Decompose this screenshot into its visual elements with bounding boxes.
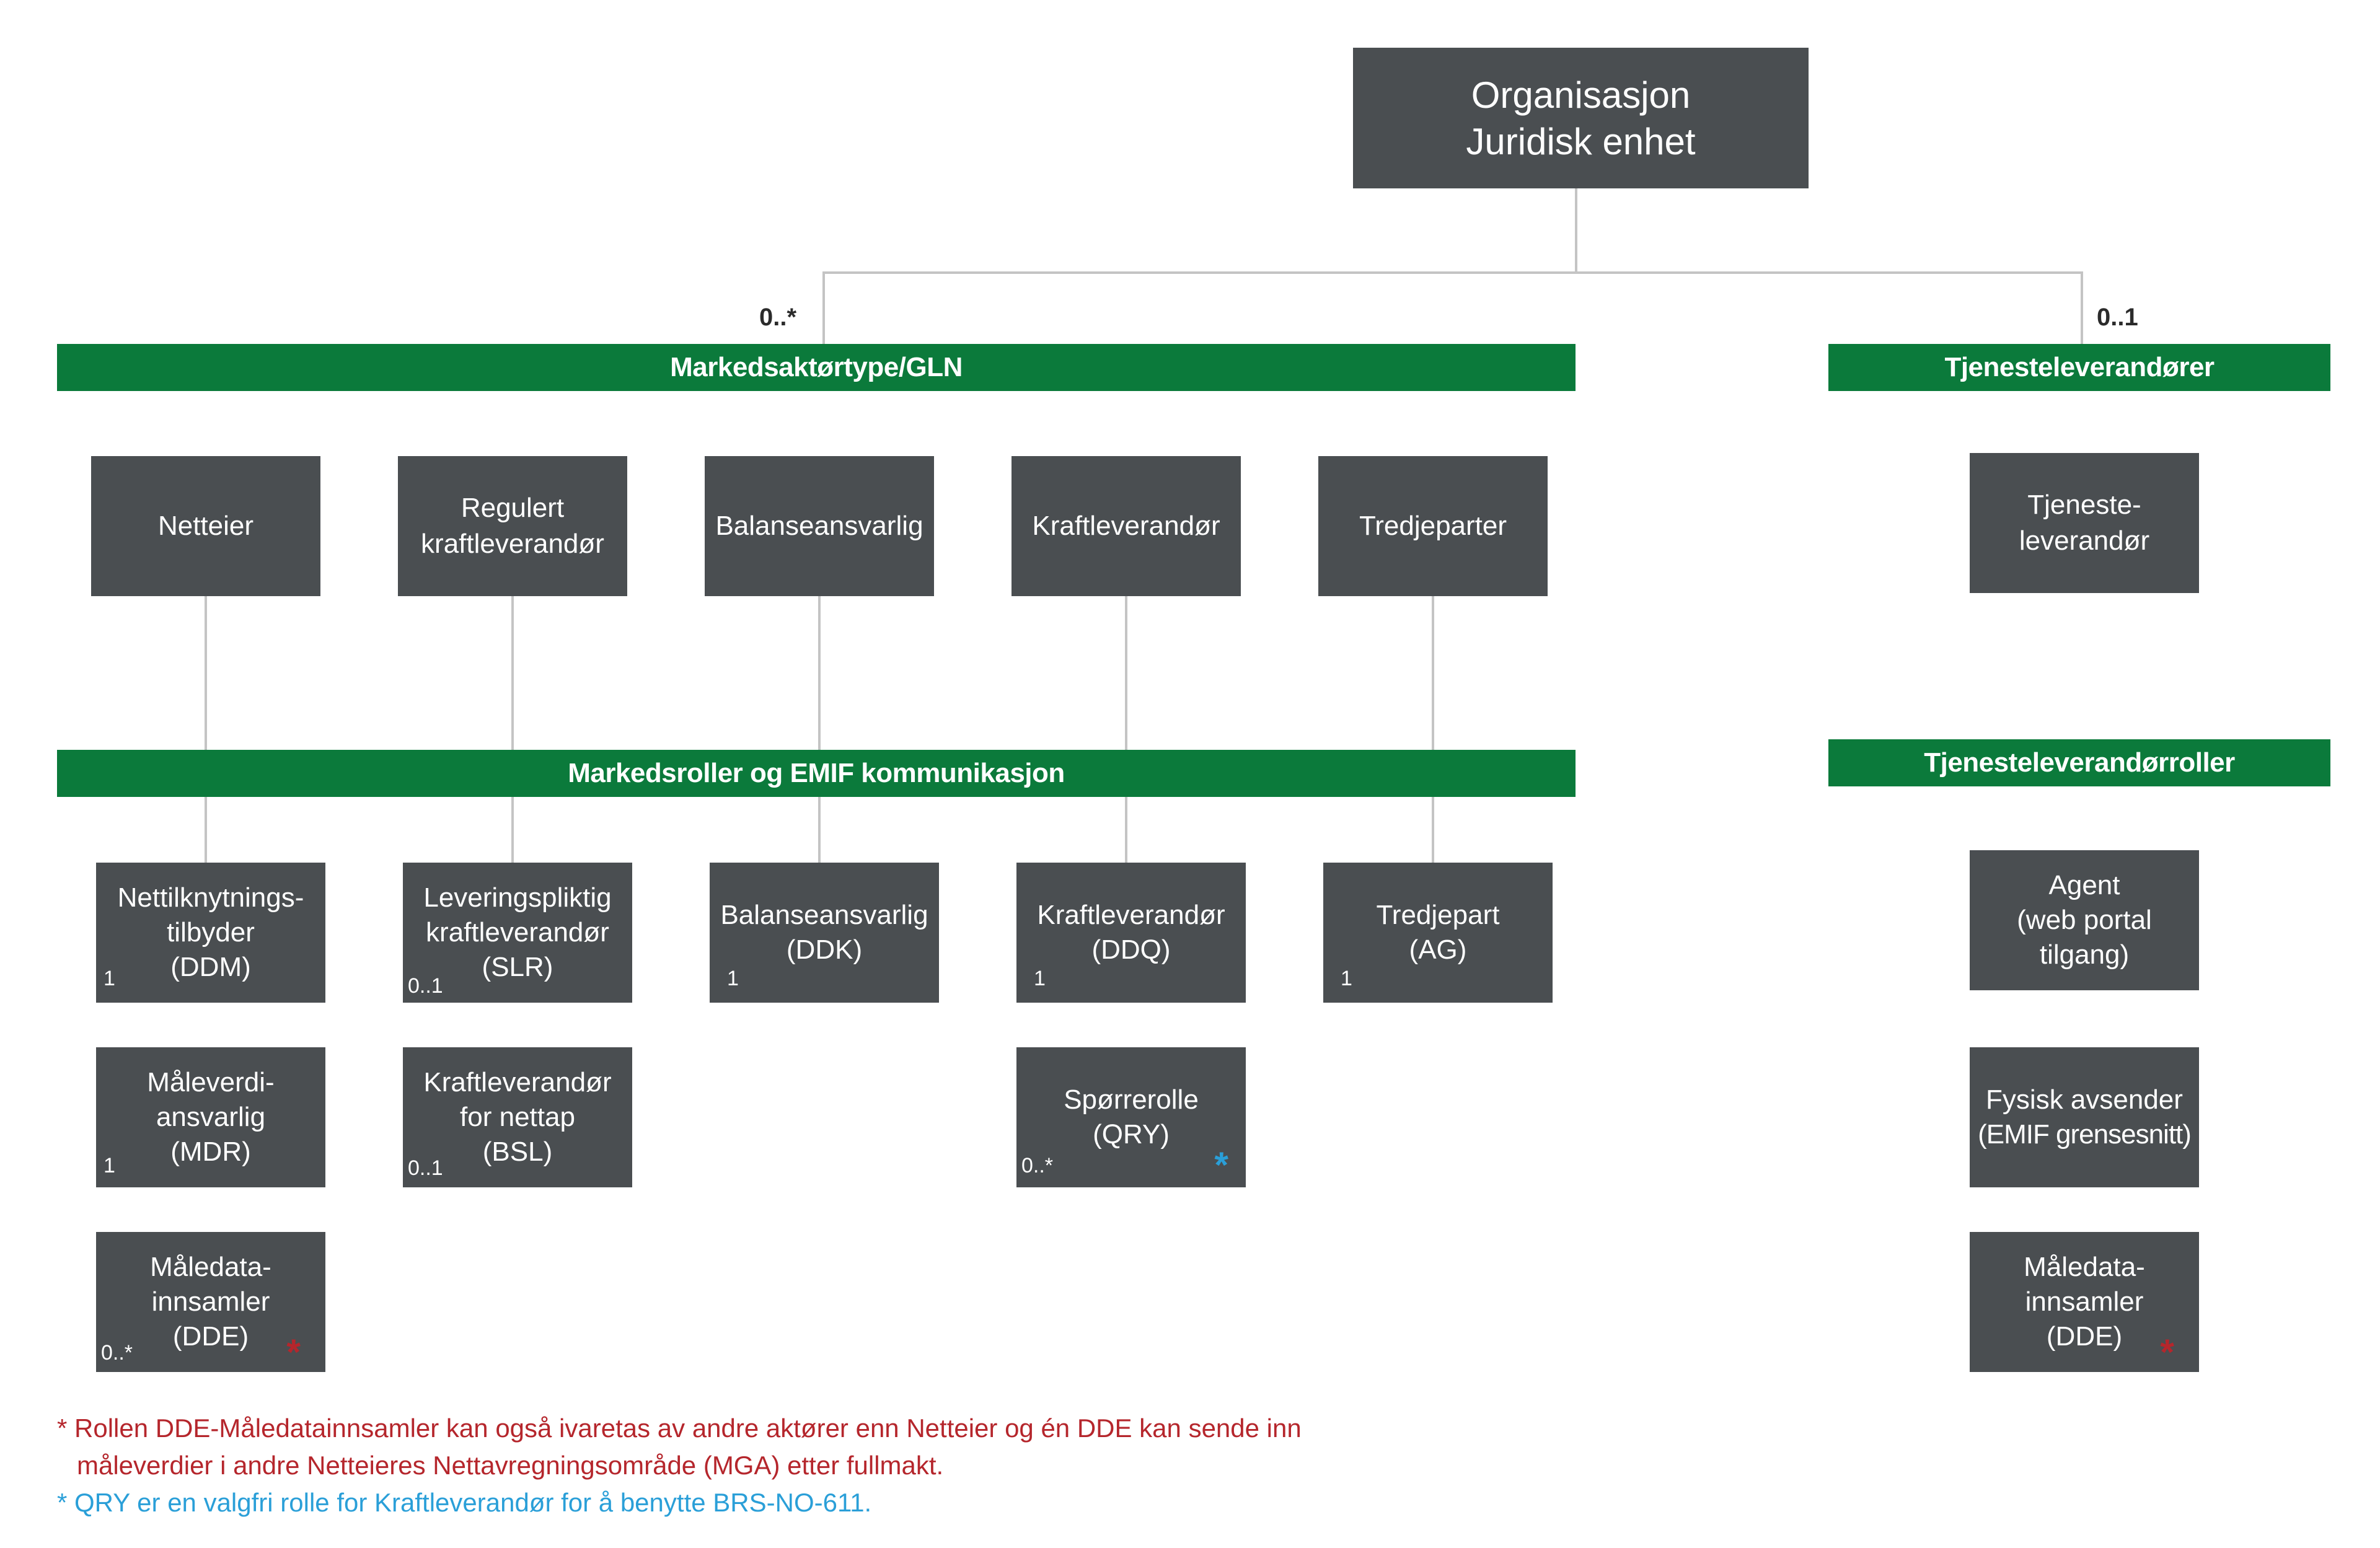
role-qry: Spørrerolle (QRY) 0..* * — [1016, 1047, 1246, 1187]
actor-netteier: Netteier — [91, 456, 320, 596]
connector-left-drop — [822, 271, 825, 346]
service-provider-box: Tjeneste- leverandør — [1970, 453, 2199, 593]
bar-market-roles: Markedsroller og EMIF kommunikasjon — [57, 750, 1576, 797]
organisation-subtitle: Juridisk enhet — [1466, 120, 1696, 162]
cardinality-qry: 0..* — [1021, 1154, 1054, 1177]
bar-market-actor-types: Markedsaktørtype/GLN — [57, 344, 1576, 391]
red-asterisk-icon: * — [2160, 1332, 2174, 1373]
connector-ag — [1432, 797, 1434, 863]
service-role-physical-sender: Fysisk avsender (EMIF grensesnitt) — [1970, 1047, 2199, 1187]
connector-kraftleverandor — [1125, 596, 1127, 865]
cardinality-bsl: 0..1 — [408, 1156, 443, 1180]
role-mdr: Måleverdi- ansvarlig (MDR) 1 — [96, 1047, 325, 1187]
footnote-dde-line2: måleverdier i andre Netteieres Nettavreg… — [77, 1451, 944, 1480]
cardinality-ddm: 1 — [104, 967, 115, 990]
role-ag: Tredjepart (AG) 1 — [1323, 863, 1553, 1003]
cardinality-slr: 0..1 — [408, 974, 443, 998]
actor-regulert-kraftleverandor: Regulert kraftleverandør — [398, 456, 627, 596]
service-role-agent: Agent (web portal tilgang) — [1970, 850, 2199, 990]
connector-ddq — [1125, 797, 1127, 863]
footnote-dde-line1: * Rollen DDE-Måledatainnsamler kan også … — [57, 1414, 1302, 1443]
actor-tredjeparter: Tredjeparter — [1318, 456, 1548, 596]
connector-root-down — [1575, 188, 1577, 274]
bar-service-providers: Tjenesteleverandører — [1828, 344, 2330, 391]
connector-right-drop — [2081, 271, 2083, 346]
cardinality-ddk: 1 — [727, 967, 739, 990]
bar-service-provider-roles: Tjenesteleverandørroller — [1828, 739, 2330, 786]
connector-ddk — [818, 797, 821, 863]
actor-kraftleverandor: Kraftleverandør — [1011, 456, 1241, 596]
blue-asterisk-icon: * — [1214, 1145, 1228, 1185]
red-asterisk-icon: * — [286, 1332, 301, 1373]
cardinality-left: 0..* — [759, 304, 797, 331]
role-bsl: Kraftleverandør for nettap (BSL) 0..1 — [403, 1047, 632, 1187]
cardinality-ddq: 1 — [1034, 967, 1046, 990]
cardinality-ag: 1 — [1341, 967, 1352, 990]
connector-horizontal — [822, 271, 2083, 274]
role-ddm: Nettilknytnings- tilbyder (DDM) 1 — [96, 863, 325, 1003]
organisation-box: Organisasjon Juridisk enhet — [1353, 48, 1809, 188]
connector-regulert — [511, 596, 514, 865]
connector-balanseansvarlig — [818, 596, 821, 865]
role-slr: Leveringspliktig kraftleverandør (SLR) 0… — [403, 863, 632, 1003]
service-role-dde: Måledata- innsamler (DDE) * — [1970, 1232, 2199, 1372]
connector-tredjeparter — [1432, 596, 1434, 865]
connector-ddm — [205, 797, 207, 863]
connector-netteier — [205, 596, 207, 865]
footnote-qry: * QRY er en valgfri rolle for Kraftlever… — [57, 1488, 872, 1517]
role-ddq: Kraftleverandør (DDQ) 1 — [1016, 863, 1246, 1003]
organisation-title: Organisasjon — [1471, 74, 1691, 116]
cardinality-dde: 0..* — [101, 1341, 133, 1365]
role-ddk: Balanseansvarlig (DDK) 1 — [710, 863, 939, 1003]
role-dde: Måledata- innsamler (DDE) 0..* * — [96, 1232, 325, 1372]
actor-balanseansvarlig: Balanseansvarlig — [705, 456, 934, 596]
cardinality-right: 0..1 — [2097, 304, 2138, 331]
cardinality-mdr: 1 — [104, 1154, 115, 1177]
connector-slr — [511, 797, 514, 863]
